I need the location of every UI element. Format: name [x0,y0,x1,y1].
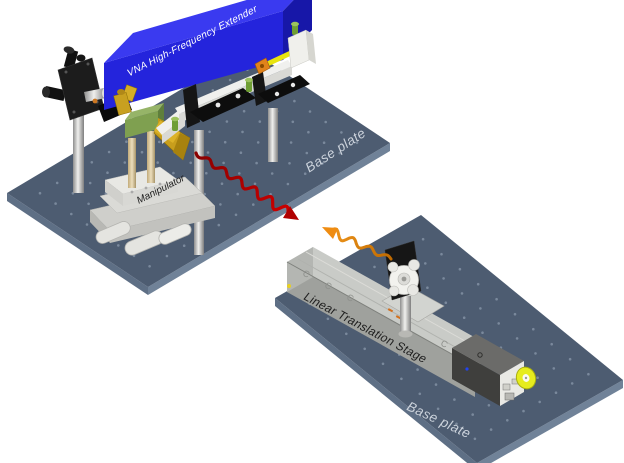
green-unit-top [125,103,164,120]
tx-signal-wave [194,151,290,215]
horn-mouth [173,133,190,160]
rail-left-leg-top [156,110,185,135]
manipulator-base-front [110,206,215,243]
manipulator-hole-2 [130,190,134,194]
tx-signal-arrowhead [283,206,299,220]
rx-signal-wave [328,227,393,261]
mount-knob-left-cap [42,86,50,98]
base-plate-1-side-right [148,143,390,295]
orange-feed-aperture [260,64,264,68]
manipulator-top-stage-left [105,180,123,206]
clamp-2-hole-1 [274,91,280,97]
manipulator [89,166,216,256]
manipulator-top-stage-front [123,180,178,206]
mount-post [73,103,84,193]
probe-aperture [401,276,407,282]
stage-front-face [287,262,475,397]
svg-text:C: C [345,292,356,304]
rx-signal-arrowhead [322,227,338,239]
motor-connector-1 [502,383,511,391]
box-front-face [104,11,283,110]
svg-text:C: C [439,338,450,350]
svg-text:C: C [301,268,312,280]
elbow-joint [117,89,125,95]
receiver-probe-assembly [384,240,422,338]
rail-clamp-2 [252,72,310,106]
tx-signal-arrow [194,151,299,220]
probe-head-cylinder-3 [388,285,400,297]
motor-front-face [452,348,500,406]
stage-edge-line [286,261,476,368]
waveguide-post-1 [128,138,136,188]
motor-led [465,367,469,371]
motor-connector-3 [504,392,515,401]
mount-body [57,57,105,121]
clamp-post-2 [268,108,278,162]
clamp-1-arm [183,84,200,128]
mount-knob-top-1-cap [63,46,75,54]
base-plate-1-side-left [7,193,148,295]
mount-screw-1 [64,70,68,74]
rail-clamp-1 [183,84,256,128]
stage-motor [452,334,537,406]
probe-head-cylinder-1 [387,261,399,273]
stage-end-indicator [287,284,291,288]
mount-barrel [84,88,106,102]
output-coupler [254,29,316,75]
clamp-1-hole-1 [215,102,221,108]
mount-screw-2 [86,62,90,66]
waveguide-post-2 [147,131,155,183]
motor-handwheel-center [524,376,528,380]
mount-screw-4 [72,110,76,114]
mount-knob-top-2 [76,54,86,62]
motor-top-button [477,352,483,358]
probe-post [400,296,411,334]
manipulator-knob-1 [95,221,131,244]
probe-head-cylinder-2 [408,259,420,271]
green-screw-1 [245,77,253,92]
waveguide-elbow [113,84,138,116]
rx-signal-arrow [322,227,393,261]
box-top-face [104,0,294,63]
svg-text:C: C [323,280,334,292]
mount-copper-dot [92,98,98,104]
clamp-2-hole-2 [290,82,296,88]
probe-post-flange [398,330,413,338]
manipulator-knob-3 [158,223,192,245]
end-block-side [306,30,316,64]
manipulator-hole-3 [158,182,162,186]
motor-top-face [452,334,524,375]
manipulator-hole-1 [144,186,148,190]
green-screw-2 [171,116,179,131]
clamp-1-hole-2 [235,93,241,99]
linear-translation-stage: C C C C C [286,240,537,406]
probe-head-cylinder-4 [407,284,419,296]
clamp-2-base [258,75,310,103]
green-screw-3 [291,21,299,35]
